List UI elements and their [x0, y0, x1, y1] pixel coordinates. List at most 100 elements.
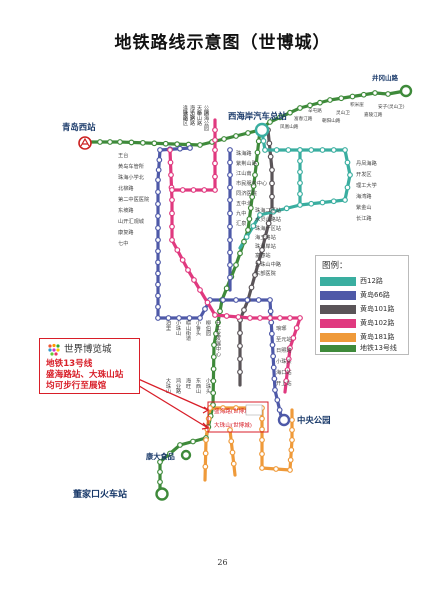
station-dot [297, 105, 303, 111]
station-label-north: 灵山卫 [336, 109, 350, 116]
station-label-middle: 珠海二区站 [255, 206, 281, 214]
station-dongjiakou: 董家口火车站 [73, 488, 127, 500]
station-label-6-west: 七中 [118, 239, 128, 247]
station-dot [155, 248, 161, 255]
station-dot [268, 330, 275, 337]
station-dot [155, 270, 161, 277]
station-label-central: 至元站 [276, 335, 292, 343]
station-dot [155, 167, 162, 173]
station-dot [273, 147, 280, 153]
station-dot [237, 330, 243, 336]
station-dot [293, 325, 300, 331]
station-dot [269, 180, 275, 187]
station-dot [223, 285, 230, 292]
station-dot [241, 238, 247, 245]
station-dot [255, 297, 262, 303]
station-dot [179, 257, 186, 263]
station-label-central: 小珠头 [276, 357, 292, 365]
station-dot [297, 169, 303, 175]
station-dot [227, 210, 233, 217]
station-jingangshan-dot [399, 84, 413, 98]
station-dot [257, 315, 263, 321]
station-central-park: 中央公园 [297, 415, 331, 425]
station-dot [285, 356, 292, 362]
station-label-north: 富春江路 [294, 115, 313, 122]
station-dot [260, 138, 267, 144]
station-dot [259, 247, 265, 253]
expo-logo-icon [48, 343, 60, 356]
station-dot [233, 297, 239, 303]
station-label-middle: 富春站 [255, 251, 271, 259]
station-dot [191, 277, 197, 283]
station-dot [285, 147, 292, 153]
station-label-101: 汇泉 [236, 219, 247, 227]
legend-item: 地铁13号线 [320, 344, 406, 354]
station-dot [245, 130, 251, 136]
station-dot [176, 315, 182, 321]
major-stations [78, 84, 413, 501]
station-dot [177, 145, 183, 152]
station-dot [190, 438, 196, 445]
station-dot [197, 142, 203, 148]
station-dot [250, 183, 257, 189]
station-dot [250, 223, 257, 229]
station-dot [235, 314, 242, 320]
arrow-to-shenghai [135, 377, 209, 411]
station-label-south: 小珠头 [205, 377, 211, 395]
station-xihaian: 西海岸汽车总站 [228, 111, 287, 121]
station-dot [237, 343, 243, 349]
station-dot [229, 449, 236, 456]
station-label-101: 五中北 [236, 199, 252, 207]
legend-item: 黄岛181路 [320, 332, 406, 344]
station-label-north: 朝阳山路 [322, 117, 341, 124]
station-dot [228, 438, 235, 445]
station-label-south: 崂山街道 [185, 319, 191, 343]
station-dot [211, 342, 217, 348]
station-dot [297, 180, 303, 186]
station-label-south: 小珠山 [175, 319, 181, 337]
station-dot [157, 459, 163, 465]
station-dot [249, 194, 256, 200]
station-dot [262, 233, 269, 240]
expo-note-line-1: 地铁13号线 [46, 359, 93, 369]
station-label-6-west: 北柳路 [118, 184, 134, 192]
station-dot [276, 407, 283, 413]
legend: 图例： 西12路 黄岛66路 黄岛101路 黄岛102路 黄岛181路 地铁13… [315, 255, 409, 355]
arrow-head [202, 406, 210, 414]
station-label-101: 江山南 [236, 169, 252, 177]
station-dot [330, 147, 337, 153]
station-dot [197, 287, 203, 293]
station-dot [289, 427, 295, 433]
station-label-central: 海口站 [276, 368, 292, 376]
station-dot [267, 153, 274, 160]
station-dot [155, 213, 161, 219]
station-label-south: 大珠山 [165, 377, 171, 395]
station-dot [247, 205, 254, 211]
expo-station-highlight [207, 401, 269, 433]
station-dot [155, 189, 161, 195]
station-dot [205, 415, 212, 422]
station-dot [157, 469, 163, 475]
station-dazhushan: 大珠山(世博城) [214, 421, 252, 429]
legend-label: 黄岛181路 [360, 333, 395, 341]
station-dot [128, 139, 135, 146]
station-dot [227, 172, 233, 178]
station-dot [155, 177, 161, 183]
station-central-park-dot [277, 413, 291, 427]
station-dot [107, 139, 113, 145]
station-dot [287, 457, 294, 463]
station-dot [254, 149, 261, 156]
station-dot [297, 147, 303, 153]
station-dot [155, 237, 161, 243]
legend-label: 黄岛66路 [360, 291, 390, 299]
station-label-middle: 水灵山路站 [255, 215, 281, 223]
station-dot [220, 405, 226, 411]
station-dot [297, 202, 303, 208]
station-dot [233, 133, 239, 139]
station-dot [288, 447, 295, 453]
station-dot [271, 375, 278, 382]
station-dot [372, 90, 378, 96]
station-dot [237, 369, 243, 375]
station-dot [212, 173, 218, 180]
station-label-south: 东西山 [195, 377, 201, 395]
